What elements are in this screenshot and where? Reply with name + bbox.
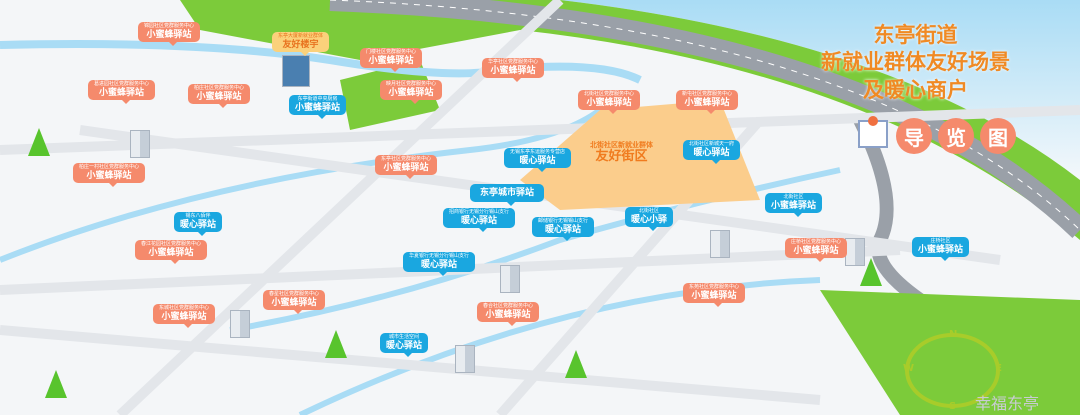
building-icon bbox=[710, 230, 730, 258]
tree-icon bbox=[860, 258, 882, 286]
station-callout[interactable]: 春合社区党群服务中心小蜜蜂驿站 bbox=[477, 302, 540, 327]
tree-icon bbox=[45, 370, 67, 398]
station-callout[interactable]: 庄桥社区党群服务中心小蜜蜂驿站 bbox=[785, 238, 848, 263]
station-callout[interactable]: 春星社区党群服务中心小蜜蜂驿站 bbox=[263, 290, 326, 315]
station-callout[interactable]: 北街社区暖心小驿 bbox=[625, 207, 674, 232]
map-pin-icon bbox=[858, 116, 888, 148]
station-callout[interactable]: 北街社区新城天一府暖心驿站 bbox=[683, 140, 741, 165]
station-callout[interactable]: 柏庄社区党群服务中心小蜜蜂驿站 bbox=[188, 84, 251, 109]
building-icon bbox=[230, 310, 250, 338]
station-callout[interactable]: 东亭街道中央厨房小蜜蜂驿站 bbox=[289, 95, 347, 120]
station-callout[interactable]: 庄桥社区小蜜蜂驿站 bbox=[912, 237, 970, 262]
station-callout[interactable]: 东城社区党群服务中心小蜜蜂驿站 bbox=[153, 304, 216, 329]
building-icon bbox=[282, 55, 310, 87]
station-callout[interactable]: 华夏银行无锡分行锡山支行暖心驿站 bbox=[403, 252, 476, 277]
station-callout[interactable]: 北街社区小蜜蜂驿站 bbox=[765, 193, 823, 218]
station-callout[interactable]: 东亭城市驿站 bbox=[470, 184, 545, 207]
station-callout[interactable]: 东苑社区党群服务中心小蜜蜂驿站 bbox=[683, 283, 746, 308]
station-callout[interactable]: 门楼社区党群服务中心小蜜蜂驿站 bbox=[360, 48, 423, 73]
station-callout[interactable]: 春江花园社区党群服务中心小蜜蜂驿站 bbox=[135, 240, 208, 265]
station-callout[interactable]: 邮储银行无锡锡山支行暖心驿站 bbox=[532, 217, 595, 242]
station-callout[interactable]: 无锡东亭东运服务专营店暖心驿站 bbox=[504, 148, 572, 173]
station-callout[interactable]: 锦园社区党群服务中心小蜜蜂驿站 bbox=[138, 22, 201, 47]
building-icon bbox=[455, 345, 475, 373]
station-callout[interactable]: 柏庄一村社区党群服务中心小蜜蜂驿站 bbox=[73, 163, 146, 188]
station-callout[interactable]: 东亭社区党群服务中心小蜜蜂驿站 bbox=[375, 155, 438, 180]
tree-icon bbox=[28, 128, 50, 156]
friendly-building-callout[interactable]: 东亭大厦新就业群体友好楼宇 bbox=[272, 32, 330, 57]
tree-icon bbox=[565, 350, 587, 378]
friendly-zone-label: 北街社区新就业群体友好街区 bbox=[590, 141, 653, 164]
page-title: 东亭街道 新就业群体友好场景 及暖心商户 bbox=[821, 23, 1010, 102]
station-callout[interactable]: 锡东八佰伴暖心驿站 bbox=[174, 212, 223, 237]
guide-badge: 导 览 图 bbox=[896, 118, 1016, 154]
station-callout[interactable]: 葛进园社区党群服务中心小蜜蜂驿站 bbox=[88, 80, 156, 105]
tree-icon bbox=[325, 330, 347, 358]
station-callout[interactable]: 新屯社区党群服务中心小蜜蜂驿站 bbox=[676, 90, 739, 115]
building-icon bbox=[845, 238, 865, 266]
building-icon bbox=[500, 265, 520, 293]
station-callout[interactable]: 城市生活空间暖心驿站 bbox=[380, 333, 429, 358]
building-icon bbox=[130, 130, 150, 158]
compass-icon: N E S W bbox=[903, 329, 1002, 412]
station-callout[interactable]: 华亭社区党群服务中心小蜜蜂驿站 bbox=[482, 58, 545, 83]
station-callout[interactable]: 映月社区党群服务中心小蜜蜂驿站 bbox=[380, 80, 443, 105]
station-callout[interactable]: 招商银行无锡分行锡山支行暖心驿站 bbox=[443, 208, 516, 233]
watermark: 幸福东亭 bbox=[975, 394, 1040, 413]
station-callout[interactable]: 北街社区党群服务中心小蜜蜂驿站 bbox=[578, 90, 641, 115]
